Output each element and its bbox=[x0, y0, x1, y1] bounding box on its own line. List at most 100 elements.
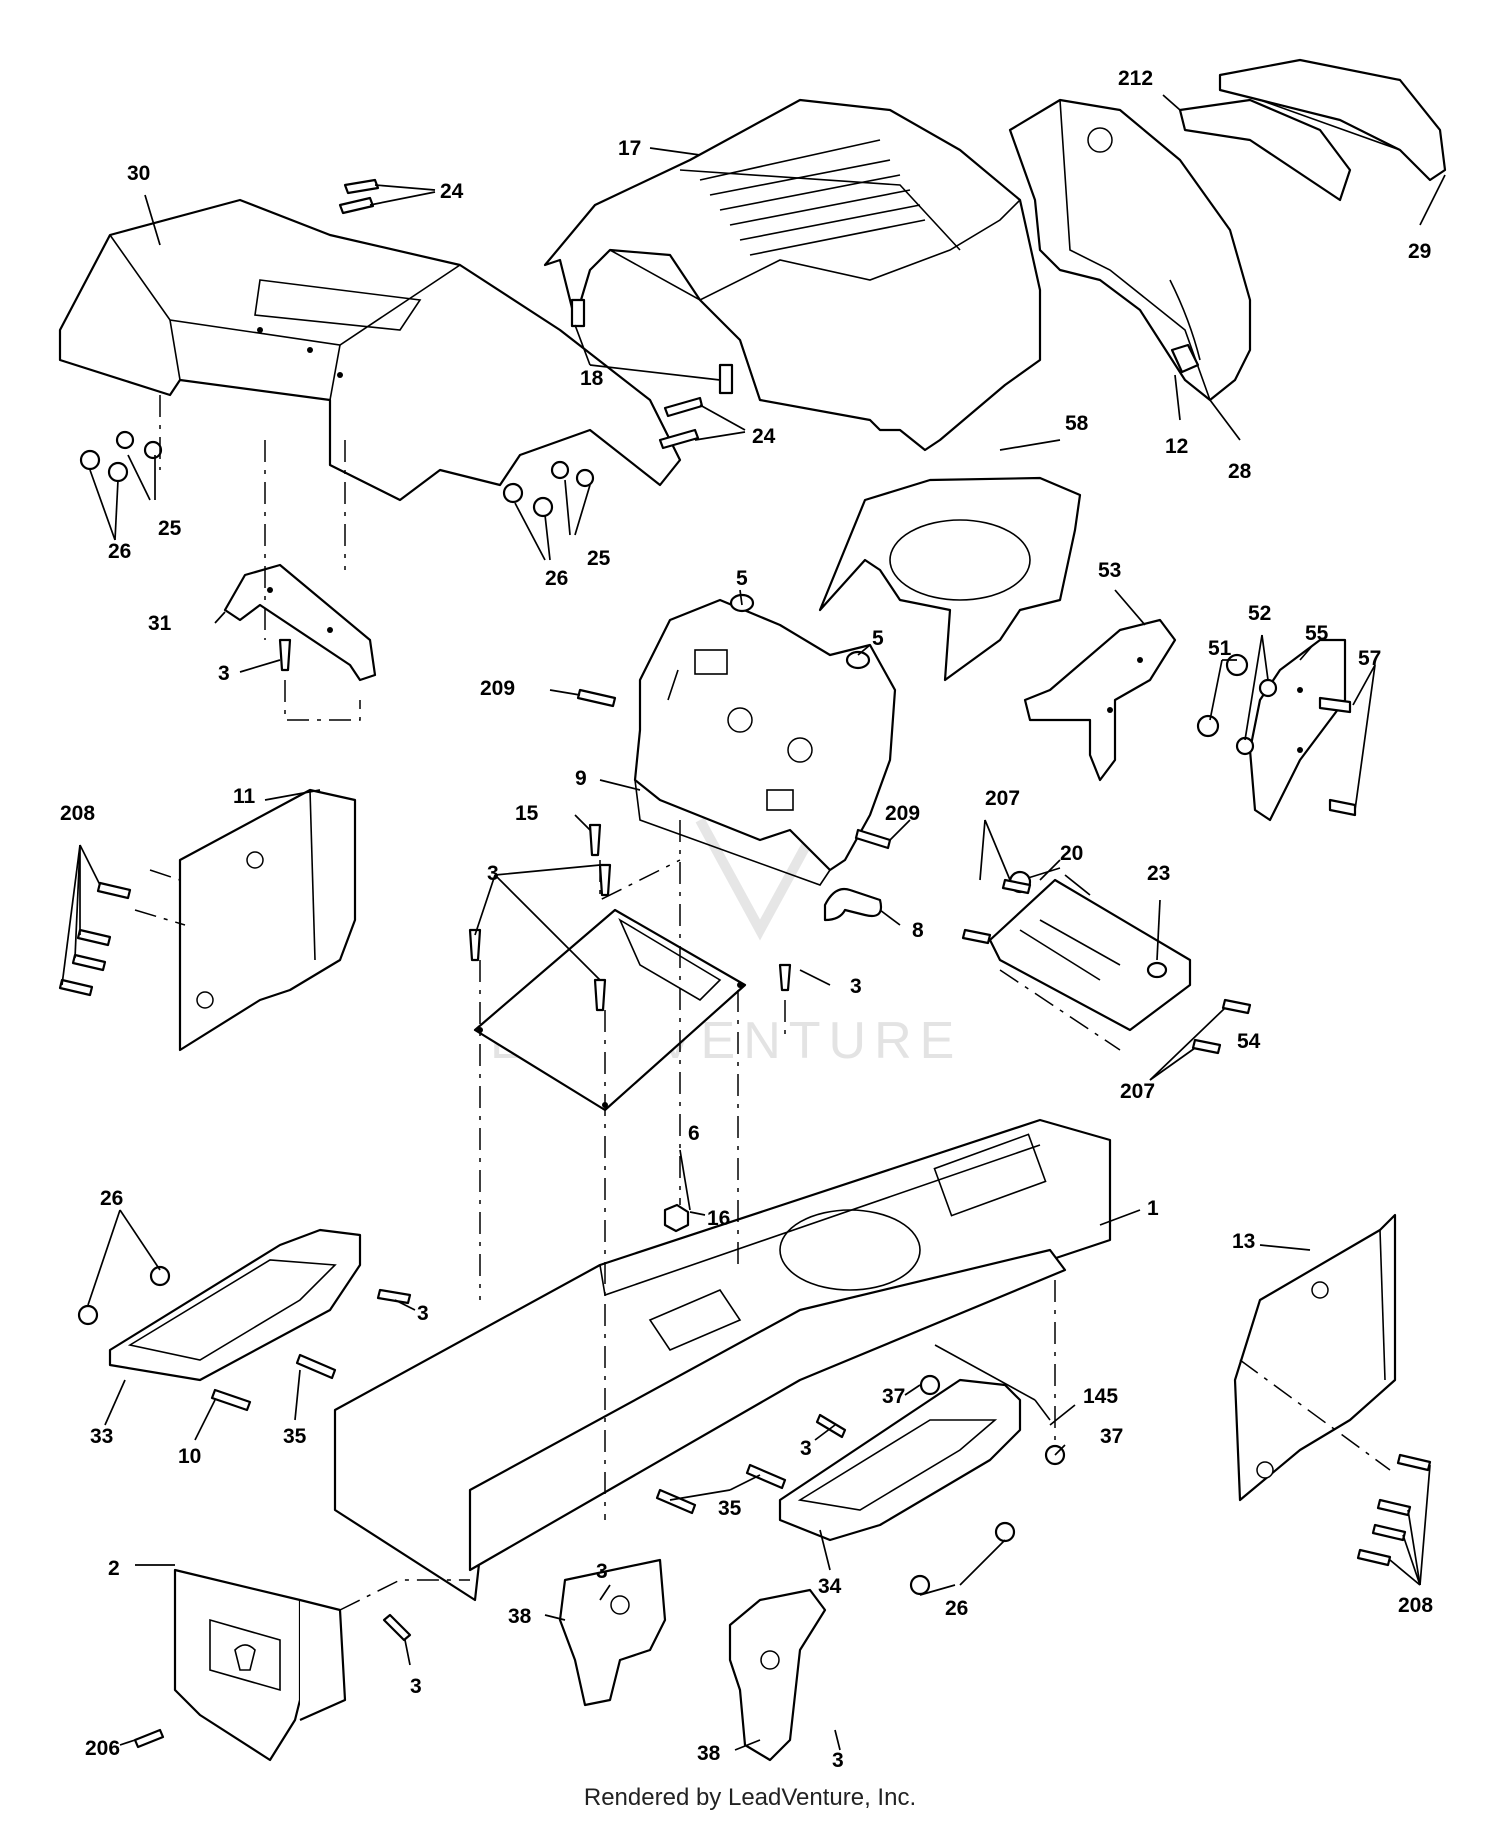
callout-17: 17 bbox=[618, 137, 641, 160]
bracket-part-53[interactable] bbox=[1023, 618, 1177, 782]
plate-part-20[interactable] bbox=[988, 878, 1192, 1032]
bolt-part-206[interactable] bbox=[133, 1728, 165, 1749]
callout-24-a: 24 bbox=[440, 180, 464, 203]
screws-part-3[interactable] bbox=[278, 638, 847, 1642]
lens-part-212[interactable] bbox=[1178, 98, 1352, 202]
hood-bracket-part-28[interactable] bbox=[1008, 98, 1252, 402]
bolts-part-208[interactable] bbox=[58, 881, 1432, 1567]
callout-16: 16 bbox=[707, 1207, 730, 1230]
grommet-part-5[interactable] bbox=[729, 593, 871, 670]
bumper-part-18-b bbox=[718, 363, 734, 395]
bolt-part-24[interactable] bbox=[338, 178, 704, 450]
callout-3-c: 3 bbox=[218, 662, 230, 685]
bracket-part-38-b[interactable] bbox=[728, 1588, 827, 1762]
footrest-part-33[interactable] bbox=[108, 1228, 362, 1382]
washer-part-25[interactable] bbox=[115, 430, 595, 488]
bolts-part-57[interactable] bbox=[1318, 696, 1357, 817]
bolt-part-10[interactable] bbox=[210, 1388, 252, 1412]
callout-3-f: 3 bbox=[410, 1675, 422, 1698]
callout-6: 6 bbox=[688, 1122, 700, 1145]
bolts-part-35[interactable] bbox=[295, 1353, 787, 1515]
callout-209-a: 209 bbox=[480, 677, 515, 700]
callout-37-a: 37 bbox=[882, 1385, 905, 1408]
callout-1: 1 bbox=[1147, 1197, 1159, 1220]
callout-12: 12 bbox=[1165, 435, 1188, 458]
nut-part-26-lower[interactable] bbox=[77, 1265, 1016, 1596]
callout-31: 31 bbox=[148, 612, 172, 635]
hood-vents bbox=[699, 139, 926, 256]
callout-29: 29 bbox=[1408, 240, 1431, 263]
callout-26-c: 26 bbox=[100, 1187, 123, 1210]
bolts-part-207[interactable] bbox=[961, 878, 1252, 1055]
callout-5-a: 5 bbox=[736, 567, 748, 590]
nut-part-16[interactable] bbox=[663, 1203, 690, 1233]
callout-3-e: 3 bbox=[800, 1437, 812, 1460]
callout-55: 55 bbox=[1305, 622, 1329, 645]
footrest-part-34[interactable] bbox=[778, 1378, 1022, 1542]
bracket-part-31[interactable] bbox=[223, 563, 377, 682]
callout-5-b: 5 bbox=[872, 627, 884, 650]
side-panel-part-13[interactable] bbox=[1233, 1213, 1397, 1502]
callout-37-b: 37 bbox=[1100, 1425, 1123, 1448]
fender-part-30[interactable] bbox=[58, 198, 682, 502]
leader-lines bbox=[61, 94, 1446, 1751]
callout-28: 28 bbox=[1228, 460, 1252, 483]
callout-25-b: 25 bbox=[587, 547, 611, 570]
callout-54: 54 bbox=[1237, 1030, 1261, 1053]
hood-part-17[interactable] bbox=[543, 98, 1042, 452]
callout-212: 212 bbox=[1118, 67, 1153, 90]
callout-57: 57 bbox=[1358, 647, 1381, 670]
callout-25-a: 25 bbox=[158, 517, 182, 540]
callout-3-g: 3 bbox=[596, 1560, 608, 1583]
plate-part-6[interactable] bbox=[473, 908, 747, 1112]
footer-credit: Rendered by LeadVenture, Inc. bbox=[583, 1784, 917, 1811]
bracket-part-55[interactable] bbox=[1248, 638, 1347, 822]
callout-2: 2 bbox=[108, 1557, 120, 1580]
shield-part-58[interactable] bbox=[818, 476, 1082, 682]
nut-part-51[interactable] bbox=[1196, 653, 1249, 738]
bracket-part-38-a[interactable] bbox=[558, 1558, 667, 1707]
callout-33: 33 bbox=[90, 1425, 113, 1448]
callout-26-d: 26 bbox=[945, 1597, 968, 1620]
alignment-lines bbox=[134, 395, 1391, 1611]
callout-3-d: 3 bbox=[417, 1302, 429, 1325]
callout-206: 206 bbox=[85, 1737, 120, 1760]
frame-part-1[interactable] bbox=[333, 1118, 1112, 1602]
bolt-part-15[interactable] bbox=[588, 823, 602, 857]
callout-35-b: 35 bbox=[718, 1497, 742, 1520]
callout-35-a: 35 bbox=[283, 1425, 307, 1448]
callout-207-a: 207 bbox=[985, 787, 1020, 810]
spring-part-145[interactable] bbox=[934, 1344, 1051, 1421]
callout-51: 51 bbox=[1208, 637, 1232, 660]
callout-3-h: 3 bbox=[832, 1749, 844, 1772]
callout-34: 34 bbox=[818, 1575, 842, 1598]
bolts-part-209[interactable] bbox=[576, 688, 892, 850]
callout-38-b: 38 bbox=[697, 1742, 721, 1765]
callout-26-a: 26 bbox=[108, 540, 131, 563]
dash-panel-part-9[interactable] bbox=[633, 598, 897, 886]
callout-208-b: 208 bbox=[1398, 1594, 1433, 1617]
bumper-part-18-a bbox=[570, 298, 586, 328]
side-panel-part-11[interactable] bbox=[178, 788, 357, 1052]
callout-3-a: 3 bbox=[487, 862, 499, 885]
callout-11: 11 bbox=[233, 785, 256, 808]
nut-part-26-upper[interactable] bbox=[79, 449, 554, 518]
callout-52: 52 bbox=[1248, 602, 1271, 625]
grille-part-29[interactable] bbox=[1218, 58, 1447, 182]
callout-209-b: 209 bbox=[885, 802, 920, 825]
clamp-part-8[interactable] bbox=[823, 887, 883, 922]
nut-part-23[interactable] bbox=[1146, 961, 1168, 979]
callout-207-b: 207 bbox=[1120, 1080, 1155, 1103]
washer-part-52[interactable] bbox=[1235, 678, 1278, 756]
callout-20: 20 bbox=[1060, 842, 1083, 865]
callout-9: 9 bbox=[575, 767, 587, 790]
callout-24-b: 24 bbox=[752, 425, 776, 448]
front-panel-part-2[interactable] bbox=[173, 1568, 347, 1762]
callout-38-a: 38 bbox=[508, 1605, 532, 1628]
callout-13: 13 bbox=[1232, 1230, 1255, 1253]
clip-nut-part-12[interactable] bbox=[1170, 343, 1200, 374]
callout-53: 53 bbox=[1098, 559, 1121, 582]
callout-208-a: 208 bbox=[60, 802, 95, 825]
callout-10: 10 bbox=[178, 1445, 201, 1468]
